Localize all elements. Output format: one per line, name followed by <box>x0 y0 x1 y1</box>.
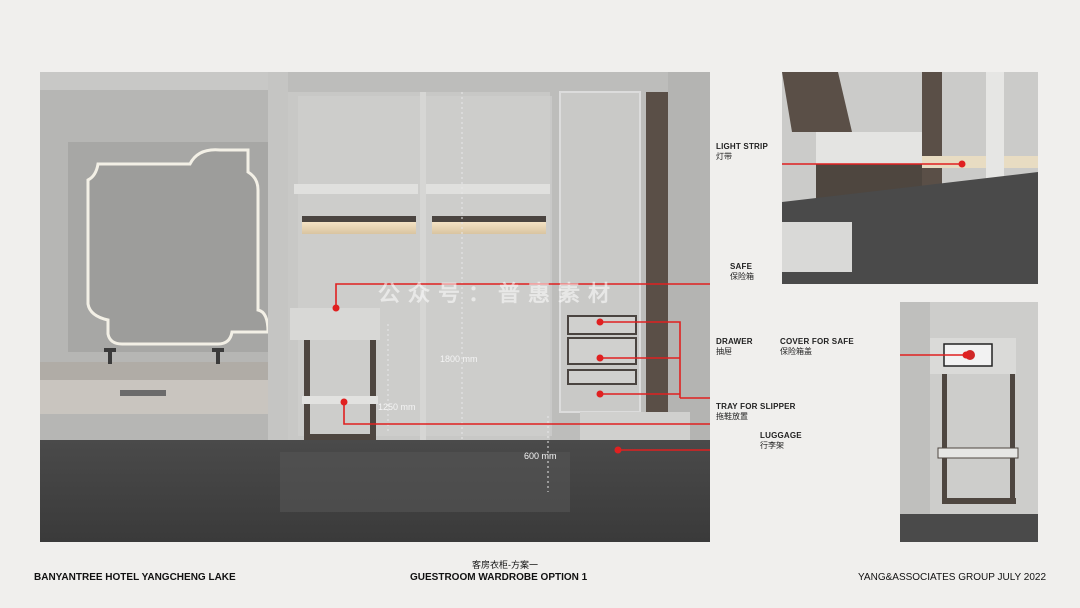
callout-safe: SAFE 保险箱 <box>730 262 754 282</box>
callout-cover-for-safe: COVER FOR SAFE 保险箱盖 <box>780 337 854 357</box>
callout-safe-en: SAFE <box>730 262 753 271</box>
wardrobe-elevation-render <box>40 72 710 542</box>
callout-luggage-cn: 行李架 <box>760 441 784 450</box>
callout-drawer-cn: 抽屉 <box>716 347 732 356</box>
safe-detail-render <box>900 302 1038 542</box>
callout-luggage: LUGGAGE 行李架 <box>760 431 802 451</box>
watermark-text: 公众号：普惠素材 <box>378 282 619 307</box>
sheet-title-cn: 客房衣柜-方案一 <box>472 560 538 570</box>
sheet-title-en: GUESTROOM WARDROBE OPTION 1 <box>410 572 588 583</box>
callout-cover-for-safe-en: COVER FOR SAFE <box>780 337 854 346</box>
dimension-1800: 1800 mm <box>440 354 478 364</box>
project-name: BANYANTREE HOTEL YANGCHENG LAKE <box>34 572 236 583</box>
callout-light-strip-cn: 灯带 <box>716 152 732 161</box>
callout-tray-for-slipper-cn: 拖鞋放置 <box>716 412 748 421</box>
firm-and-date: YANG&ASSOCIATES GROUP JULY 2022 <box>858 572 1047 583</box>
callout-light-strip: LIGHT STRIP 灯带 <box>716 142 768 162</box>
callout-safe-cn: 保险箱 <box>730 272 754 281</box>
callout-tray-for-slipper: TRAY FOR SLIPPER 拖鞋放置 <box>716 402 796 422</box>
dimension-1250: 1250 mm <box>378 402 416 412</box>
callout-light-strip-en: LIGHT STRIP <box>716 142 768 151</box>
callout-drawer-en: DRAWER <box>716 337 753 346</box>
callout-cover-for-safe-cn: 保险箱盖 <box>780 347 812 356</box>
leader-lines <box>335 283 710 451</box>
dimension-600: 600 mm <box>524 451 557 461</box>
callout-drawer: DRAWER 抽屉 <box>716 337 753 357</box>
callout-tray-for-slipper-en: TRAY FOR SLIPPER <box>716 402 796 411</box>
callout-luggage-en: LUGGAGE <box>760 431 802 440</box>
light-strip-detail-render <box>782 72 1038 284</box>
